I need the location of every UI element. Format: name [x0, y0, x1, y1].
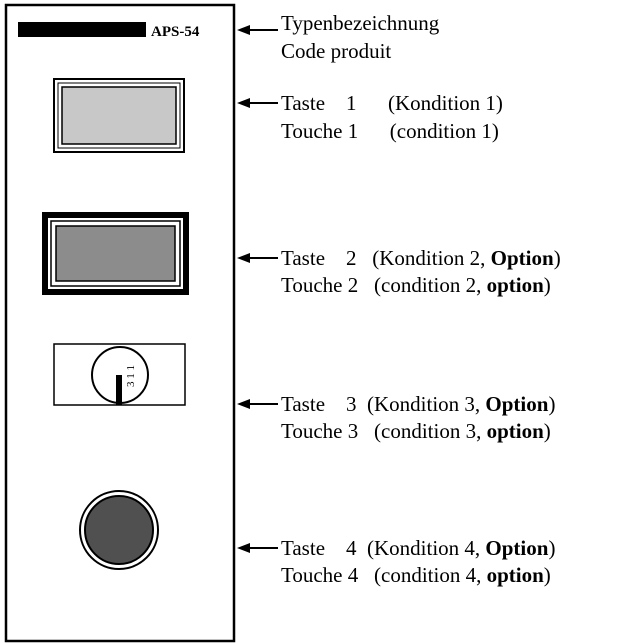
key-4-label-de: Taste 4 (Kondition 4, Option) [281, 536, 556, 560]
arrow-key-1 [237, 98, 278, 108]
arrow-key-3 [237, 399, 278, 409]
key-3-label-de: Taste 3 (Kondition 3, Option) [281, 392, 556, 416]
model-label: APS-54 [151, 24, 200, 40]
key-2-label-fr: Touche 2 (condition 2, option) [281, 273, 551, 297]
key-4-round-button [79, 490, 159, 570]
key-3-keyswitch: 3 1 1 [53, 343, 186, 406]
arrow-head-icon [237, 253, 250, 263]
arrow-head-icon [237, 399, 250, 409]
key-4-label-fr: Touche 4 (condition 4, option) [281, 563, 551, 587]
type-label-bar [18, 22, 146, 37]
arrow-head-icon [237, 98, 250, 108]
arrow-head-icon [237, 543, 250, 553]
keyswitch-pointer [116, 375, 122, 405]
key-1-label-fr: Touche 1 (condition 1) [281, 119, 499, 143]
panel-outline [4, 3, 236, 643]
key-1-face [61, 86, 177, 145]
arrow-key-4 [237, 543, 278, 553]
key-2 [42, 212, 189, 295]
key-1 [53, 78, 185, 153]
key-1-label-de: Taste 1 (Kondition 1) [281, 91, 503, 115]
arrow-key-2 [237, 253, 278, 263]
key-2-label-de: Taste 2 (Kondition 2, Option) [281, 246, 561, 270]
dial-marks: 3 1 1 [125, 365, 137, 387]
key-3-label-fr: Touche 3 (condition 3, option) [281, 419, 551, 443]
key-2-face [55, 225, 176, 282]
arrow-type [237, 25, 278, 35]
key-4-face [84, 495, 154, 565]
arrow-head-icon [237, 25, 250, 35]
type-label-fr: Code produit [281, 39, 392, 63]
type-label-de: Typenbezeichnung [281, 11, 440, 35]
